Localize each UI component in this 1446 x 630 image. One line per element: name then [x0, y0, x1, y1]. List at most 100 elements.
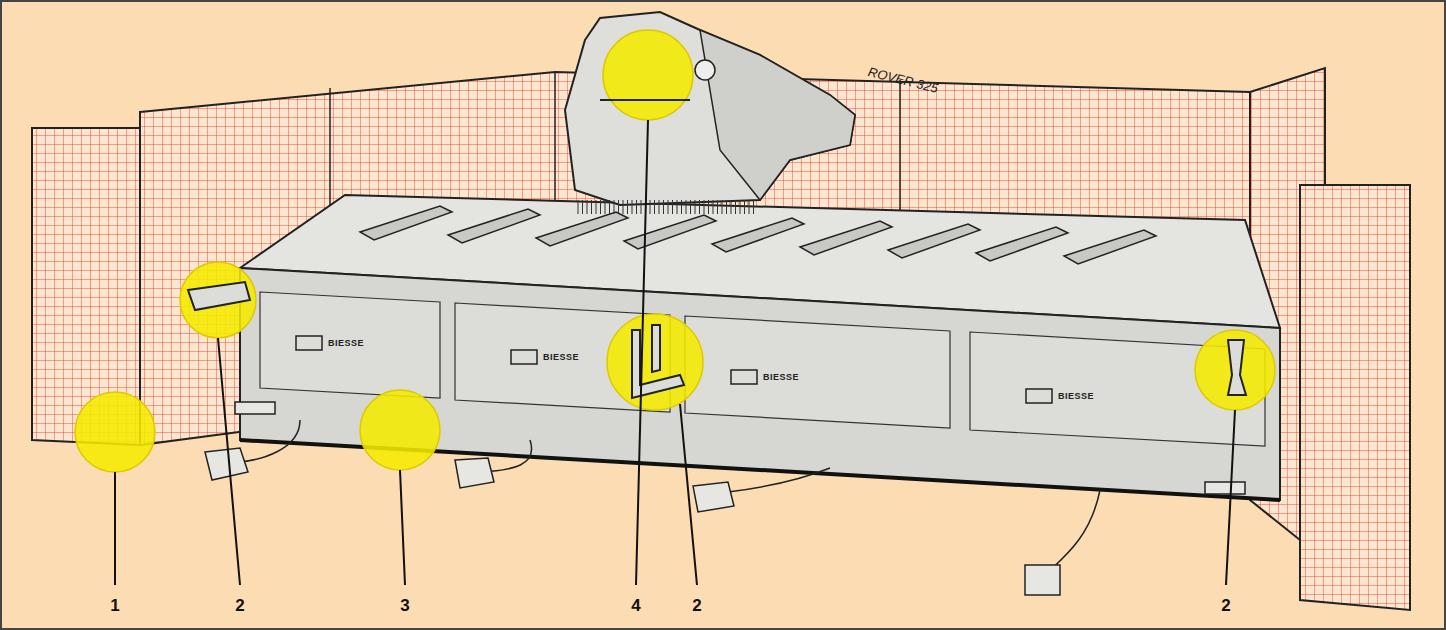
illustration-part — [296, 336, 322, 350]
brush-bristle — [659, 200, 660, 214]
illustration-part — [693, 482, 734, 512]
illustration-part — [1025, 565, 1060, 595]
illustration-part — [731, 370, 757, 384]
brush-bristle — [618, 200, 619, 214]
illustration-part — [603, 30, 693, 120]
router-head — [565, 12, 855, 214]
suction-bar — [888, 224, 980, 258]
illustration-part — [899, 80, 901, 230]
illustration-part — [218, 338, 240, 585]
suction-bar — [712, 218, 804, 252]
brush-bristle — [600, 200, 601, 214]
illustration-part — [455, 458, 494, 488]
brush-bristle — [753, 200, 754, 214]
brush-bristle — [686, 200, 687, 214]
brush-bristle — [641, 200, 642, 214]
brush-bristle — [663, 200, 664, 214]
brush-bristle — [726, 200, 727, 214]
brand-logo-text: BIESSE — [763, 373, 799, 382]
brush-bristle — [713, 200, 714, 214]
brush-bristle — [744, 200, 745, 214]
brush-bristle — [749, 200, 750, 214]
illustration-part — [188, 282, 250, 310]
illustration-part — [240, 268, 1280, 500]
brand-logo-text: BIESSE — [543, 353, 579, 362]
brush-bristle — [668, 200, 669, 214]
brush-bristle — [578, 200, 579, 214]
brush-bristle — [695, 200, 696, 214]
brush-bristle — [708, 200, 709, 214]
illustration-part — [600, 99, 690, 101]
illustration-part — [240, 420, 300, 462]
suction-bar — [800, 221, 892, 255]
suction-bar — [624, 215, 716, 249]
illustration-part — [728, 468, 830, 492]
illustration-part — [685, 316, 950, 428]
brand-logo-text: BIESSE — [328, 339, 364, 348]
brush-bristle — [650, 200, 651, 214]
brush-bristle — [614, 200, 615, 214]
suction-bar — [360, 206, 452, 240]
callout-number: 3 — [400, 597, 409, 614]
illustration-part — [1205, 482, 1245, 494]
brush-bristle — [704, 200, 705, 214]
brush-bristle — [654, 200, 655, 214]
brush-bristle — [609, 200, 610, 214]
suction-bar — [448, 209, 540, 243]
brush-bristle — [591, 200, 592, 214]
illustration-part — [565, 12, 855, 205]
illustration-part — [578, 200, 754, 214]
illustration-part — [652, 325, 660, 372]
illustration-part — [75, 392, 155, 472]
suction-bar — [976, 227, 1068, 261]
part-symbol — [188, 100, 1246, 398]
callout-number: 1 — [110, 597, 119, 614]
brush-bristle — [627, 200, 628, 214]
brush-bristle — [587, 200, 588, 214]
illustration-part — [260, 292, 440, 398]
illustration-part — [485, 440, 532, 472]
brand-logo-text: BIESSE — [1058, 392, 1094, 401]
illustration-part — [1226, 410, 1235, 585]
illustration-part — [1026, 389, 1052, 403]
illustration-part — [607, 314, 703, 410]
leader-line — [115, 120, 1235, 585]
illustration-part — [695, 60, 715, 80]
illustration-part — [680, 404, 697, 585]
callout-number: 4 — [631, 597, 640, 614]
brush-bristle — [699, 200, 700, 214]
brush-bristle — [582, 200, 583, 214]
brush-bristle — [596, 200, 597, 214]
brush-bristle — [623, 200, 624, 214]
suction-bar — [536, 212, 628, 246]
brush-bristle — [717, 200, 718, 214]
illustration-part — [205, 448, 248, 480]
illustration-part — [180, 262, 256, 338]
illustration-part — [636, 120, 648, 585]
illustration-part — [360, 206, 1156, 264]
brush-bristle — [636, 200, 637, 214]
callout-number: 2 — [1221, 597, 1230, 614]
brush-bristle — [735, 200, 736, 214]
brush-bristle — [690, 200, 691, 214]
illustration-part — [235, 402, 275, 414]
brush-bristle — [605, 200, 606, 214]
illustration-part — [114, 472, 116, 585]
brush-bristle — [672, 200, 673, 214]
brush-bristle — [677, 200, 678, 214]
illustration-part — [1045, 490, 1100, 575]
illustration-part — [400, 470, 405, 585]
callout-circle — [75, 30, 1275, 472]
machine-body — [240, 195, 1280, 500]
brush-bristle — [740, 200, 741, 214]
illustration-part — [700, 30, 855, 200]
callout-number: 2 — [692, 597, 701, 614]
illustration-part — [511, 350, 537, 364]
brush-bristle — [681, 200, 682, 214]
brush-bristle — [722, 200, 723, 214]
illustration-part — [1300, 185, 1410, 610]
suction-bar — [1064, 230, 1156, 264]
brush-bristle — [731, 200, 732, 214]
